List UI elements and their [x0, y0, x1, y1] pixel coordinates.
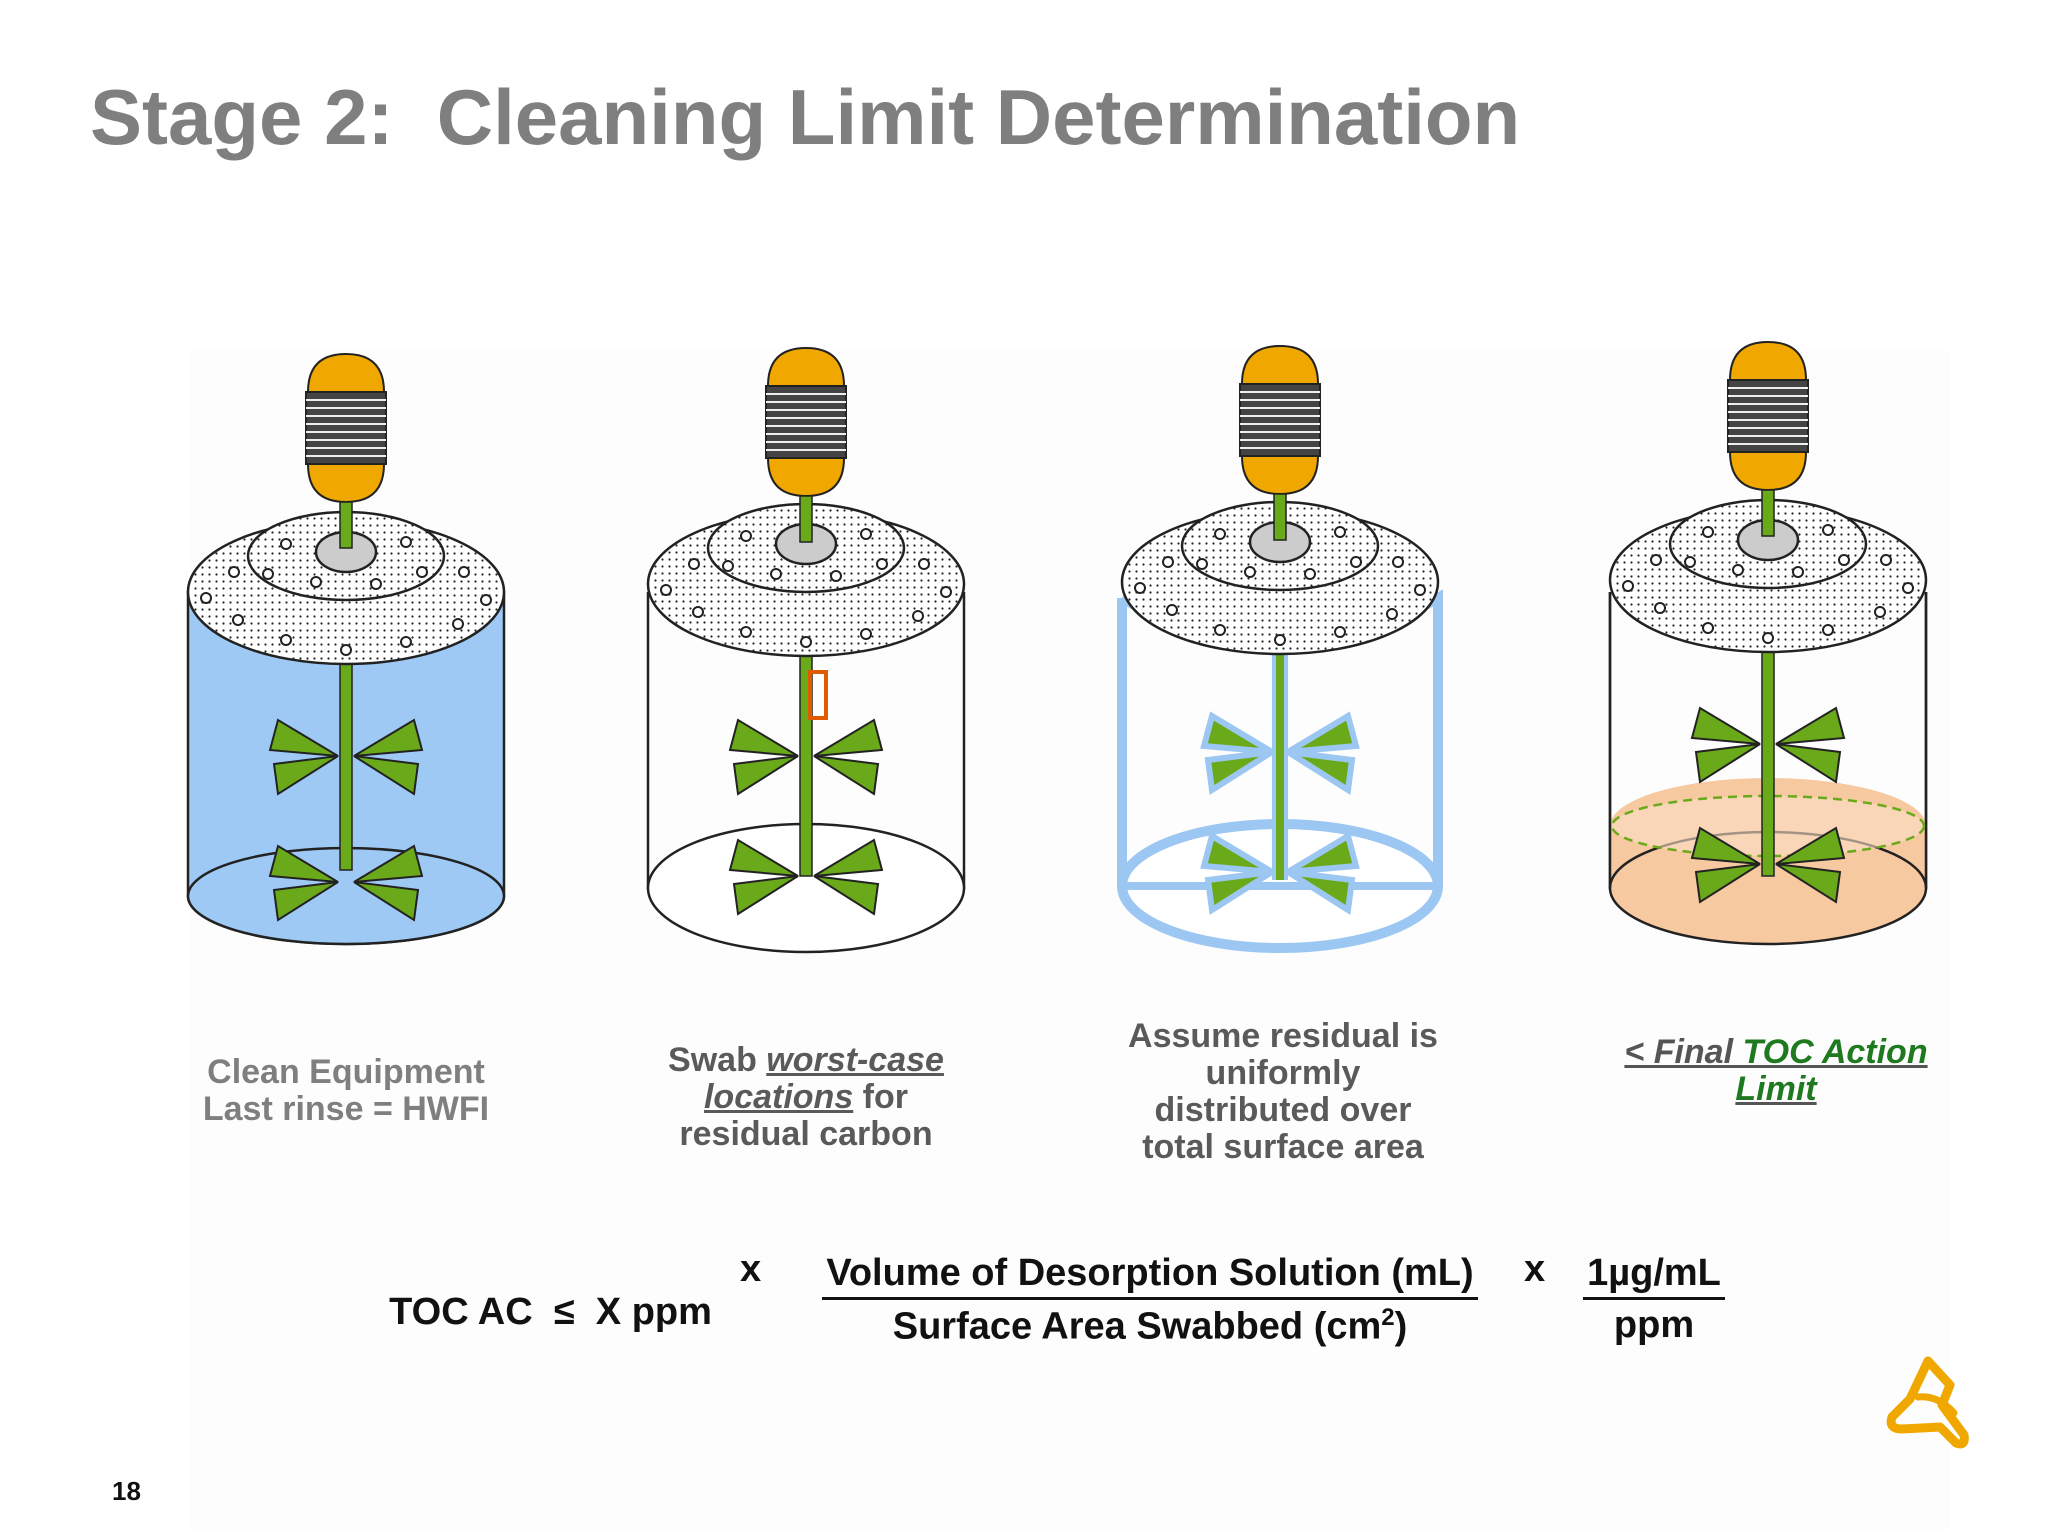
conversion-denominator: ppm	[1613, 1304, 1695, 1346]
caption-action-limit: < Final TOC Action Limit	[1624, 1033, 1928, 1108]
fraction-denominator: Surface Area Swabbed (cm2)	[892, 1304, 1408, 1348]
unit-conversion-fraction: 1µg/mL ppm	[1570, 1252, 1738, 1347]
formula-lhs: TOC AC ≤ X ppm	[389, 1291, 712, 1333]
swab-marker-icon	[808, 670, 828, 720]
slide-title: Stage 2: Cleaning Limit Determination	[90, 73, 1521, 161]
volume-per-area-fraction: Volume of Desorption Solution (mL) Surfa…	[800, 1252, 1500, 1349]
page-number: 18	[112, 1476, 141, 1506]
vessel-surface-area	[1117, 345, 1443, 953]
vessel-swab	[646, 347, 966, 954]
less-equal-symbol: ≤	[553, 1291, 575, 1333]
vessel-action-limit	[1608, 341, 1928, 946]
conversion-numerator: 1µg/mL	[1583, 1252, 1725, 1300]
caption-clean-equipment: Clean Equipment Last rinse = HWFI	[202, 1053, 490, 1128]
times-symbol-1: x	[740, 1248, 762, 1290]
caption-uniform-distribution: Assume residual is uniformly distributed…	[1128, 1017, 1438, 1166]
caption-swab-locations: Swab worst-case locations for residual c…	[668, 1041, 944, 1153]
company-logo-icon	[1886, 1356, 1969, 1449]
times-symbol-2: x	[1524, 1248, 1546, 1290]
vessel-clean	[186, 353, 506, 946]
fraction-numerator: Volume of Desorption Solution (mL)	[822, 1252, 1478, 1300]
